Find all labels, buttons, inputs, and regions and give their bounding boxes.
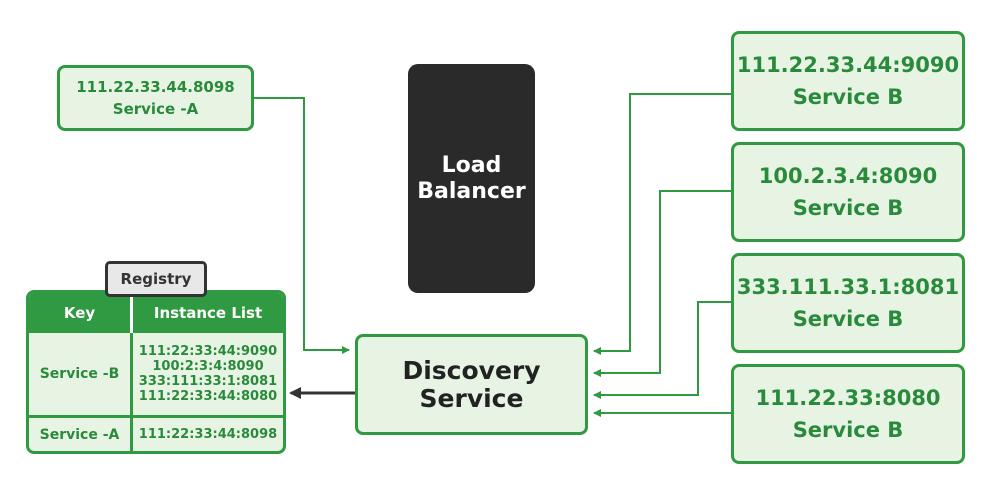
registry-table: Key Instance List Service -B 111:22:33:4… [29,293,283,451]
load-balancer-label-line2: Balancer [417,178,526,204]
service-b-label: Service B [792,307,904,331]
service-a-label: Service -A [112,100,199,118]
connector-service-b-2-to-discovery [593,190,731,377]
service-a-instance-box: 111.22.33.44.8098 Service -A [57,65,254,131]
registry-instance: 333:111:33:1:8081 [138,374,278,389]
connector-service-b-1-to-discovery [593,93,731,355]
registry-key-cell: Service -A [29,416,133,451]
service-b-instance-box-3: 333.111.33.1:8081 Service B [731,253,965,353]
service-b-address: 111.22.33.44:9090 [736,53,960,77]
discovery-service-label-line2: Service [419,383,524,413]
service-b-address: 111.22.33:8080 [755,386,941,410]
registry-table-box: Key Instance List Service -B 111:22:33:4… [26,290,286,454]
connector-service-b-3-to-discovery [593,301,731,399]
discovery-service-label-line1: Discovery [402,355,541,385]
registry-instance: 111:22:33:44:9090 [138,344,278,359]
service-b-address: 333.111.33.1:8081 [736,275,960,299]
registry-header-instances: Instance List [131,293,283,333]
registry-instance: 111:22:33:44:8098 [138,427,278,442]
registry-title: Registry [120,270,192,288]
service-b-address: 100.2.3.4:8090 [758,164,938,188]
registry-title-tag: Registry [105,261,207,297]
registry-header-key: Key [29,293,133,333]
load-balancer-box: Load Balancer [408,64,535,293]
service-b-instance-box-2: 100.2.3.4:8090 Service B [731,142,965,242]
registry-instance: 111:22:33:44:8080 [138,389,278,404]
service-b-instance-box-1: 111.22.33.44:9090 Service B [731,31,965,131]
service-b-instance-box-4: 111.22.33:8080 Service B [731,364,965,464]
service-b-label: Service B [792,418,904,442]
discovery-service-box: Discovery Service [355,334,588,435]
registry-key-cell: Service -B [29,333,133,418]
service-a-address: 111.22.33.44.8098 [76,78,235,96]
registry-row-service-a: Service -A 111:22:33:44:8098 [29,416,284,452]
service-b-label: Service B [792,196,904,220]
registry-row-service-b: Service -B 111:22:33:44:9090 100:2:3:4:8… [29,333,283,418]
load-balancer-label-line1: Load [441,152,502,178]
service-b-label: Service B [792,85,904,109]
registry-instances-cell: 111:22:33:44:8098 [132,417,284,452]
registry-instances-cell: 111:22:33:44:9090 100:2:3:4:8090 333:111… [131,333,283,418]
connector-service-a-to-discovery [254,97,350,354]
registry-instance: 100:2:3:4:8090 [152,359,264,374]
registry-header-row: Key Instance List [29,293,283,333]
